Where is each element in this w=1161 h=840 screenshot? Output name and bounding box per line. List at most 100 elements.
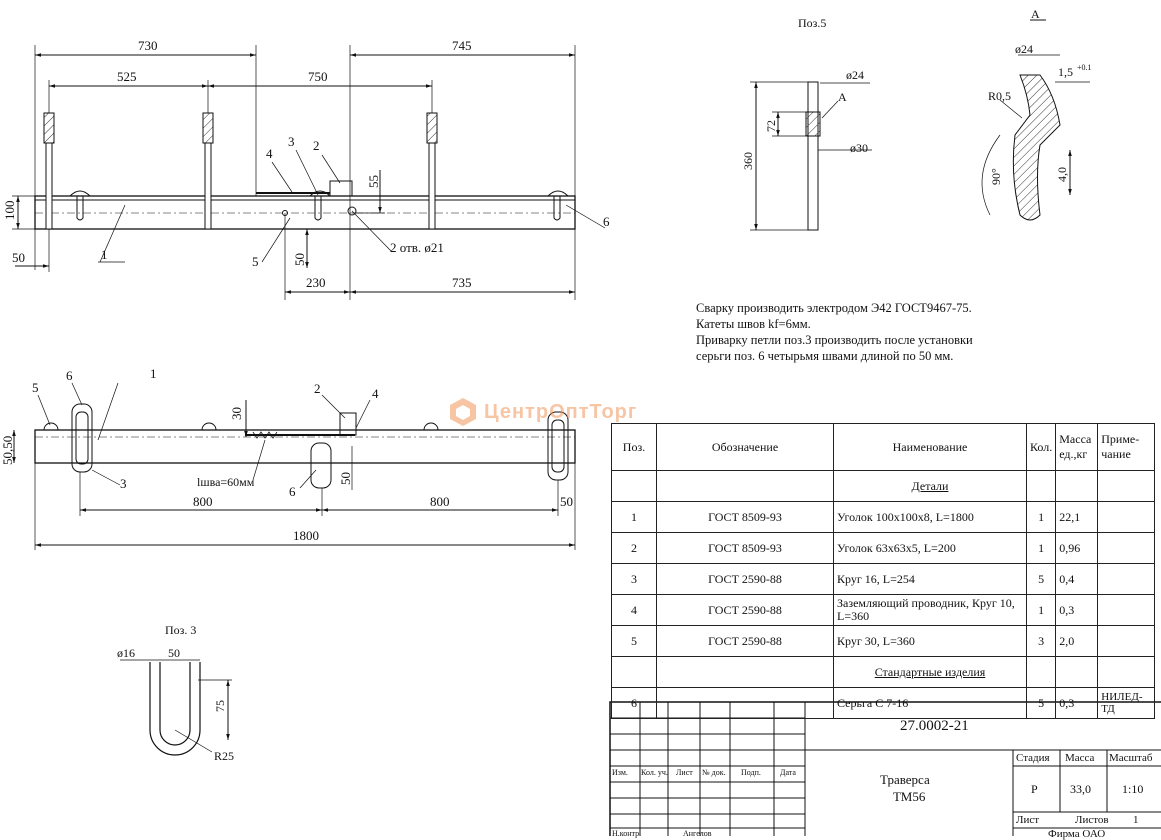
top-leader-2: 2 [314, 381, 321, 396]
col-date: Дата [780, 768, 796, 777]
section-a-h: 4,0 [1055, 167, 1069, 182]
col-signature: Подп. [741, 768, 761, 777]
watermark: ЦентрОптТорг [448, 397, 637, 427]
table-row: 6 Серьга С 7-16 5 0,3 НИЛЕД-ТД [611, 687, 1156, 719]
front-leader-3: 3 [288, 134, 295, 149]
spec-section-details: Детали [833, 470, 1027, 502]
scale-value: 1:10 [1122, 782, 1144, 796]
spec-pos: 5 [611, 625, 657, 657]
dim-735: 735 [452, 275, 472, 290]
spec-qty: 3 [1025, 625, 1057, 657]
poz5-mark: A [838, 90, 847, 104]
spec-mass: 0,3 [1055, 594, 1099, 626]
spec-mass: 0,4 [1055, 563, 1099, 595]
poz3-r25: R25 [214, 749, 234, 763]
firm-label: Фирма ОАО [1048, 828, 1106, 840]
dim-525: 525 [117, 69, 137, 84]
dim-750: 750 [308, 69, 328, 84]
col-kol-uch: Кол. уч. [641, 768, 668, 777]
table-row: 4 ГОСТ 2590-88 Заземляющий проводник, Кр… [611, 594, 1156, 626]
front-leader-2: 2 [313, 138, 320, 153]
spec-qty: 1 [1025, 501, 1057, 533]
top-leader-3: 3 [120, 476, 127, 491]
top-leader-6b: 6 [289, 484, 296, 499]
poz5-72: 72 [764, 120, 778, 132]
spec-name: Уголок 100х100х8, L=1800 [833, 501, 1027, 533]
nkontr-label: Н.контр. [612, 829, 642, 838]
sheets-value: 1 [1133, 814, 1139, 826]
spec-designation: ГОСТ 8509-93 [656, 501, 834, 533]
spec-designation: ГОСТ 2590-88 [656, 594, 834, 626]
spec-note [1097, 594, 1156, 626]
top-leader-4: 4 [372, 386, 379, 401]
mass-value: 33,0 [1070, 782, 1091, 796]
poz3-title: Поз. 3 [165, 623, 196, 637]
spec-designation: ГОСТ 2590-88 [656, 625, 834, 657]
mass-label: Масса [1065, 752, 1095, 764]
dim-100: 100 [2, 201, 17, 221]
dim-730: 730 [138, 38, 158, 53]
poz3-d50: 50 [168, 646, 180, 660]
poz5-360: 360 [741, 152, 755, 170]
front-view [12, 45, 606, 300]
poz5-detail [750, 81, 872, 231]
dim-230: 230 [306, 275, 326, 290]
spec-note [1097, 501, 1156, 533]
doc-number: 27.0002-21 [900, 718, 969, 734]
dim-5050: 50,50 [0, 436, 15, 465]
spec-name: Круг 30, L=360 [833, 625, 1027, 657]
front-leader-4: 4 [266, 146, 273, 161]
spec-mass: 0,3 [1055, 687, 1099, 719]
section-a-r: R0,5 [988, 89, 1011, 103]
spec-section-row: Стандартные изделия [611, 656, 1156, 688]
spec-pos: 1 [611, 501, 657, 533]
spec-col-mass: Масса ед.,кг [1055, 423, 1099, 471]
pin-3 [426, 112, 438, 230]
spec-mass: 0,96 [1055, 532, 1099, 564]
dim-55: 55 [366, 175, 381, 188]
front-view-labels: 730 745 525 750 100 50 55 50 230 735 2 о… [2, 38, 610, 290]
poz5-title: Поз.5 [798, 16, 826, 30]
note-line-4: серьги поз. 6 четырьмя швами длиной по 5… [696, 349, 954, 363]
spec-designation: ГОСТ 2590-88 [656, 563, 834, 595]
spec-qty: 1 [1025, 532, 1057, 564]
dim-1800: 1800 [293, 528, 319, 543]
top-leader-1: 1 [150, 366, 157, 381]
top-leader-5: 5 [32, 380, 39, 395]
specification-table: Поз. Обозначение Наименование Кол. Масса… [611, 423, 1156, 719]
note-line-1: Сварку производить электродом Э42 ГОСТ94… [696, 301, 972, 315]
table-row: 1 ГОСТ 8509-93 Уголок 100х100х8, L=1800 … [611, 501, 1156, 533]
pin-2 [202, 112, 214, 230]
spec-mass: 22,1 [1055, 501, 1099, 533]
spec-note [1097, 532, 1156, 564]
section-a-title: A [1031, 7, 1040, 21]
note-line-3: Приварку петли поз.3 производить после у… [696, 333, 973, 347]
spec-section-row: Детали [611, 470, 1156, 502]
table-row: 5 ГОСТ 2590-88 Круг 30, L=360 3 2,0 [611, 625, 1156, 657]
section-a-labels: A ø24 1,5 +0.1 R0,5 90° 4,0 [988, 7, 1092, 185]
dim-30: 30 [229, 407, 244, 420]
holes-label: 2 отв. ø21 [390, 240, 444, 255]
spec-pos: 4 [611, 594, 657, 626]
spec-col-qty: Кол. [1025, 423, 1057, 471]
spec-header-row: Поз. Обозначение Наименование Кол. Масса… [611, 423, 1156, 471]
weld-length: lшва=60мм [197, 475, 255, 489]
spec-section-standard: Стандартные изделия [833, 656, 1027, 688]
spec-pos: 2 [611, 532, 657, 564]
dim-800-right: 800 [430, 494, 450, 509]
sheet-label: Лист [1016, 814, 1040, 826]
section-a-tol-sup: +0.1 [1077, 63, 1092, 72]
spec-name: Круг 16, L=254 [833, 563, 1027, 595]
top-view-labels: 30 50,50 lшва=60мм 50 800 800 50 1800 1 … [0, 366, 573, 543]
approved-name: Ангелов [683, 829, 712, 838]
poz5-d24: ø24 [846, 68, 864, 82]
dim-50-right: 50 [560, 494, 573, 509]
dim-745: 745 [452, 38, 472, 53]
dim-800-left: 800 [193, 494, 213, 509]
section-a-tol: 1,5 [1058, 65, 1073, 79]
spec-col-name: Наименование [833, 423, 1027, 471]
title-line-2: ТМ56 [893, 789, 926, 804]
welding-notes: Сварку производить электродом Э42 ГОСТ94… [696, 300, 973, 364]
poz3-d16: ø16 [117, 646, 135, 660]
